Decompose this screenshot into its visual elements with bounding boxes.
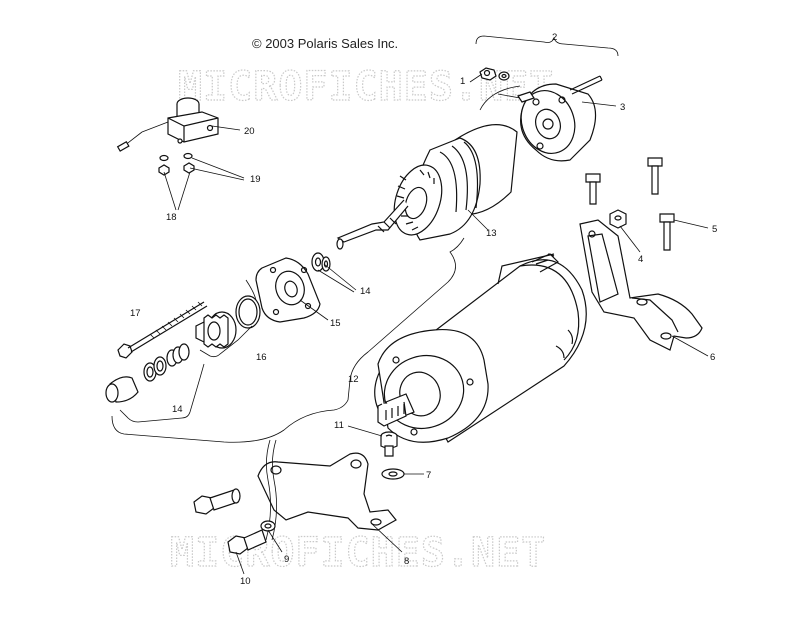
callout-5: 5 bbox=[712, 224, 717, 235]
nuts-washers-parts-18-19 bbox=[158, 152, 195, 176]
callout-9: 9 bbox=[284, 554, 289, 565]
copyright-notice: © 2003 Polaris Sales Inc. bbox=[252, 36, 399, 51]
washers-part-14-upper bbox=[311, 252, 331, 272]
group-bracket-14b bbox=[245, 279, 257, 301]
callout-15: 15 bbox=[330, 318, 341, 329]
end-plate-part-15 bbox=[255, 257, 321, 323]
group-bracket-2 bbox=[475, 35, 619, 57]
watermark-bottom: MICROFICHES.NET bbox=[170, 530, 546, 576]
callouts: 2 1 3 20 19 18 13 5 4 14 17 15 16 6 12 1… bbox=[130, 32, 717, 587]
callout-7: 7 bbox=[426, 470, 431, 481]
armature-part-13 bbox=[336, 124, 518, 250]
starter-motor-body bbox=[374, 253, 587, 443]
washer-part-7 bbox=[381, 468, 405, 480]
pinion-gear-part-16 bbox=[195, 295, 261, 349]
cap-screw-part-11 bbox=[380, 431, 398, 457]
callout-16: 16 bbox=[256, 352, 267, 363]
callout-14-lower: 14 bbox=[172, 404, 183, 415]
group-bracket-12 bbox=[111, 237, 465, 443]
callout-18: 18 bbox=[166, 212, 177, 223]
mounting-bracket-part-6 bbox=[579, 219, 703, 351]
callout-3: 3 bbox=[620, 102, 625, 113]
callout-8: 8 bbox=[404, 556, 409, 567]
callout-11: 11 bbox=[334, 420, 344, 431]
lower-bracket-part-8 bbox=[257, 439, 397, 541]
bolt-washer-parts-9-10 bbox=[193, 488, 276, 555]
callout-17: 17 bbox=[130, 308, 141, 319]
callout-2: 2 bbox=[552, 32, 557, 43]
callout-1: 1 bbox=[460, 76, 465, 87]
nut-part-4 bbox=[609, 209, 627, 229]
callout-14-upper: 14 bbox=[360, 286, 371, 297]
leader-lines bbox=[163, 73, 709, 575]
nut-part-1 bbox=[479, 67, 521, 111]
group-bracket-14 bbox=[119, 363, 205, 423]
callout-10: 10 bbox=[240, 576, 251, 587]
solenoid-part-20 bbox=[116, 97, 219, 152]
end-cap-part-3 bbox=[497, 75, 603, 162]
callout-12: 12 bbox=[348, 374, 359, 385]
watermark-top: MICROFICHES.NET bbox=[178, 64, 554, 110]
callout-13: 13 bbox=[486, 228, 497, 239]
spring-collar-part-14-lower bbox=[105, 343, 190, 403]
group-bracket-16 bbox=[199, 325, 253, 358]
callout-4: 4 bbox=[638, 254, 643, 265]
callout-19: 19 bbox=[250, 174, 261, 185]
callout-20: 20 bbox=[244, 126, 255, 137]
bolts-part-5 bbox=[585, 157, 675, 251]
callout-6: 6 bbox=[710, 352, 715, 363]
through-bolt-part-17 bbox=[117, 301, 208, 359]
